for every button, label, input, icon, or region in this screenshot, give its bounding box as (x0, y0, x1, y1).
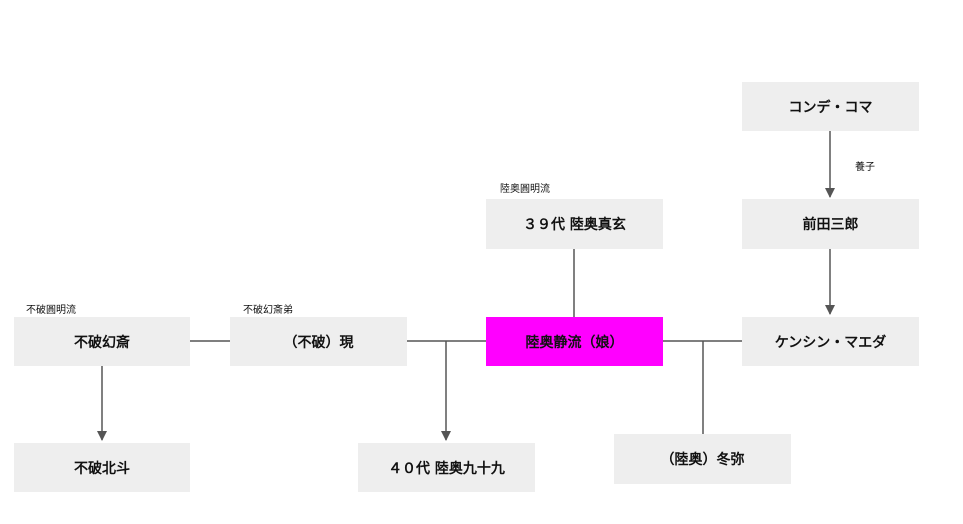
node-mutsu-toya[interactable]: （陸奥）冬弥 (614, 434, 791, 484)
node-conde-koma[interactable]: コンデ・コマ (742, 82, 919, 131)
node-kenshin-maeda[interactable]: ケンシン・マエダ (742, 317, 919, 366)
node-mutsu-shingen[interactable]: ３９代 陸奥真玄 (486, 199, 663, 249)
node-fuwa-gen[interactable]: （不破）現 (230, 317, 407, 366)
label-mutsu-style: 陸奥圓明流 (500, 184, 550, 195)
node-mutsu-kukuru[interactable]: ４０代 陸奥九十九 (358, 443, 535, 492)
label-adopted-son: 養子 (855, 162, 875, 173)
node-fuwa-hokuto[interactable]: 不破北斗 (14, 443, 190, 492)
node-fuwa-gensai[interactable]: 不破幻斎 (14, 317, 190, 366)
label-fuwa-style: 不破圓明流 (26, 305, 76, 316)
label-fuwa-disciple: 不破幻斎弟 (243, 305, 293, 316)
node-maeda-saburo[interactable]: 前田三郎 (742, 199, 919, 249)
node-mutsu-shizuru[interactable]: 陸奥静流（娘） (486, 317, 663, 366)
